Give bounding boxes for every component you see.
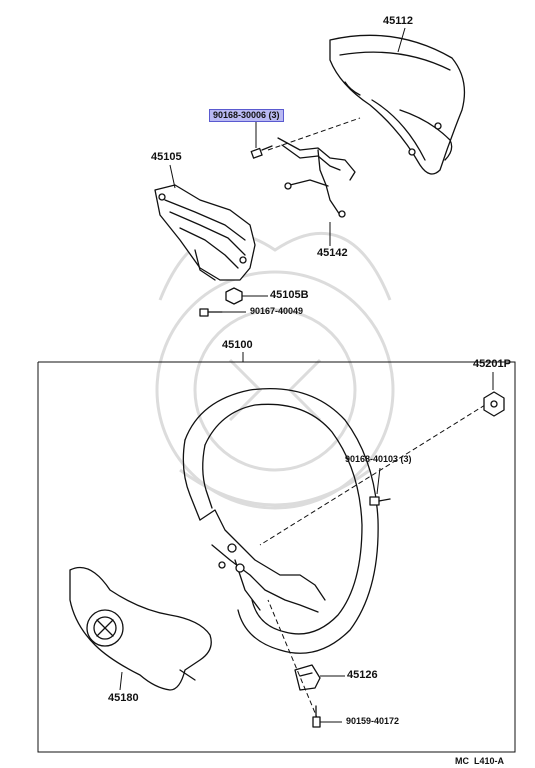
diagram-code: MC L410-A: [455, 756, 505, 766]
label-steering-wheel: 45100: [222, 339, 253, 351]
screw-small-drawing: [199, 308, 223, 317]
label-nut-small: 45105B: [270, 289, 309, 301]
contact-plate-drawing: [154, 184, 256, 281]
label-bracket: 45142: [317, 247, 348, 259]
bracket-drawing: [277, 137, 356, 218]
leader-45112: [397, 27, 406, 53]
label-bolt-wheel: 90168-40103 (3): [345, 454, 412, 464]
horn-pad-drawing: [329, 34, 466, 175]
label-clip: 45126: [347, 669, 378, 681]
steering-wheel-drawing: [182, 387, 379, 654]
dash-nut-to-wheel: [259, 404, 486, 546]
dash-bottom: [267, 599, 319, 721]
screw-bottom-drawing: [312, 705, 321, 728]
watermark-emblem: [155, 231, 395, 510]
label-horn-pad: 45112: [383, 15, 413, 27]
label-screw-top[interactable]: 90168-30006 (3): [209, 109, 284, 122]
label-contact-plate: 45105: [151, 151, 182, 163]
label-screw-small: 90167-40049: [250, 306, 304, 316]
leader-45105: [169, 164, 176, 189]
hub-cover-drawing: [69, 566, 212, 691]
leader-90168-40103: [376, 467, 381, 495]
clip-drawing: [294, 664, 321, 691]
label-hub-cover: 45180: [108, 692, 139, 704]
dash-screw-to-pad: [267, 117, 361, 151]
nut-45201p-drawing: [483, 391, 505, 417]
assembly-frame: [37, 361, 516, 753]
label-nut-main: 45201P: [473, 358, 511, 370]
label-screw-bottom: 90159-40172: [346, 716, 400, 726]
bolt-wheel-drawing: [369, 496, 391, 506]
screw-top-drawing: [250, 145, 273, 159]
nut-45105b-drawing: [225, 287, 243, 305]
leader-45180: [119, 671, 123, 691]
